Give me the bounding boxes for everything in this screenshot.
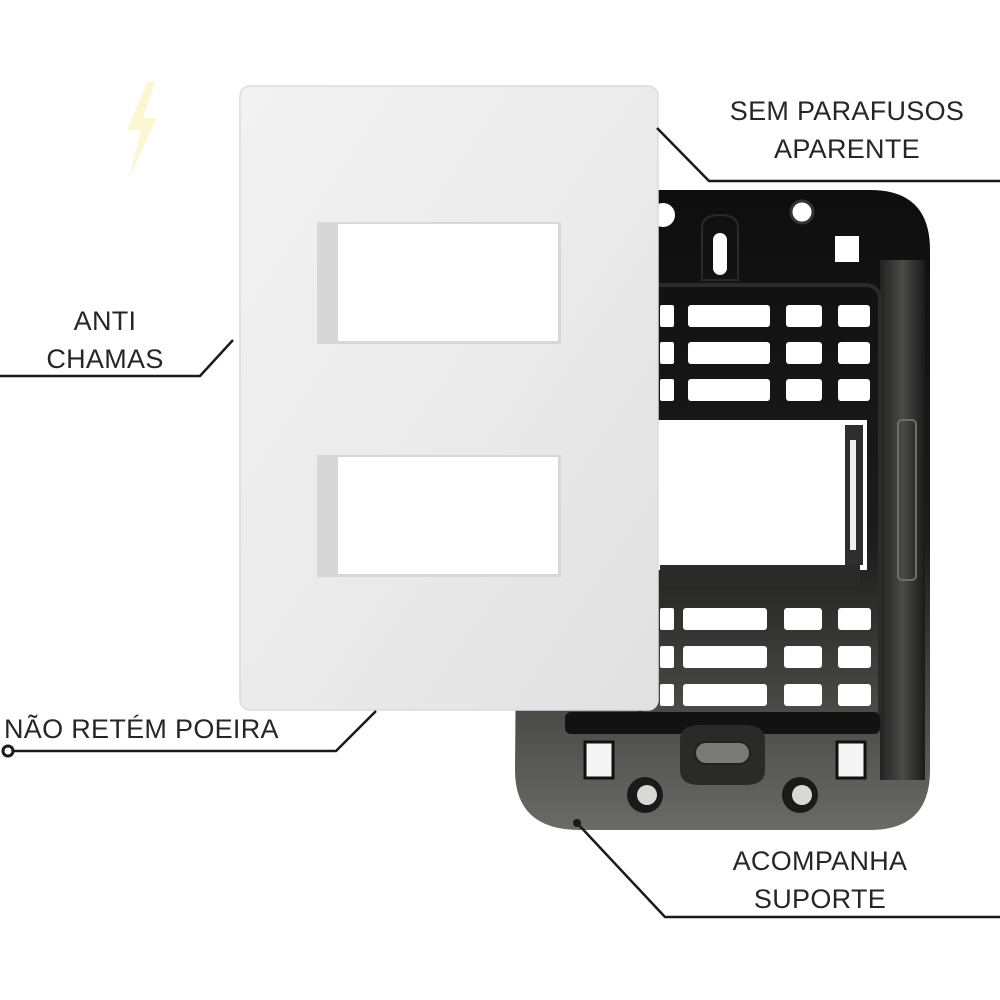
callout-sem-parafusos: SEM PARAFUSOS APARENTE	[722, 92, 972, 168]
callout-anchor-dot	[573, 819, 581, 827]
callout-anti-chamas: ANTI CHAMAS	[40, 302, 170, 378]
callout-line: APARENTE	[774, 134, 920, 164]
callout-line: SEM PARAFUSOS	[729, 96, 965, 126]
callout-line: SUPORTE	[753, 884, 887, 914]
callout-anchor-dot	[1, 744, 15, 758]
callout-line: NÃO RETÉM POEIRA	[4, 714, 279, 744]
callout-acompanha-suporte: ACOMPANHA SUPORTE	[715, 842, 925, 918]
callout-line: ANTI	[73, 306, 137, 336]
lightning-bolt-icon	[127, 82, 157, 178]
cover-plate	[239, 85, 659, 711]
callout-line: ACOMPANHA	[732, 846, 908, 876]
callout-line: CHAMAS	[46, 344, 164, 374]
callout-nao-retem-poeira: NÃO RETÉM POEIRA	[4, 710, 279, 748]
callout-leader-lines	[0, 127, 1000, 919]
